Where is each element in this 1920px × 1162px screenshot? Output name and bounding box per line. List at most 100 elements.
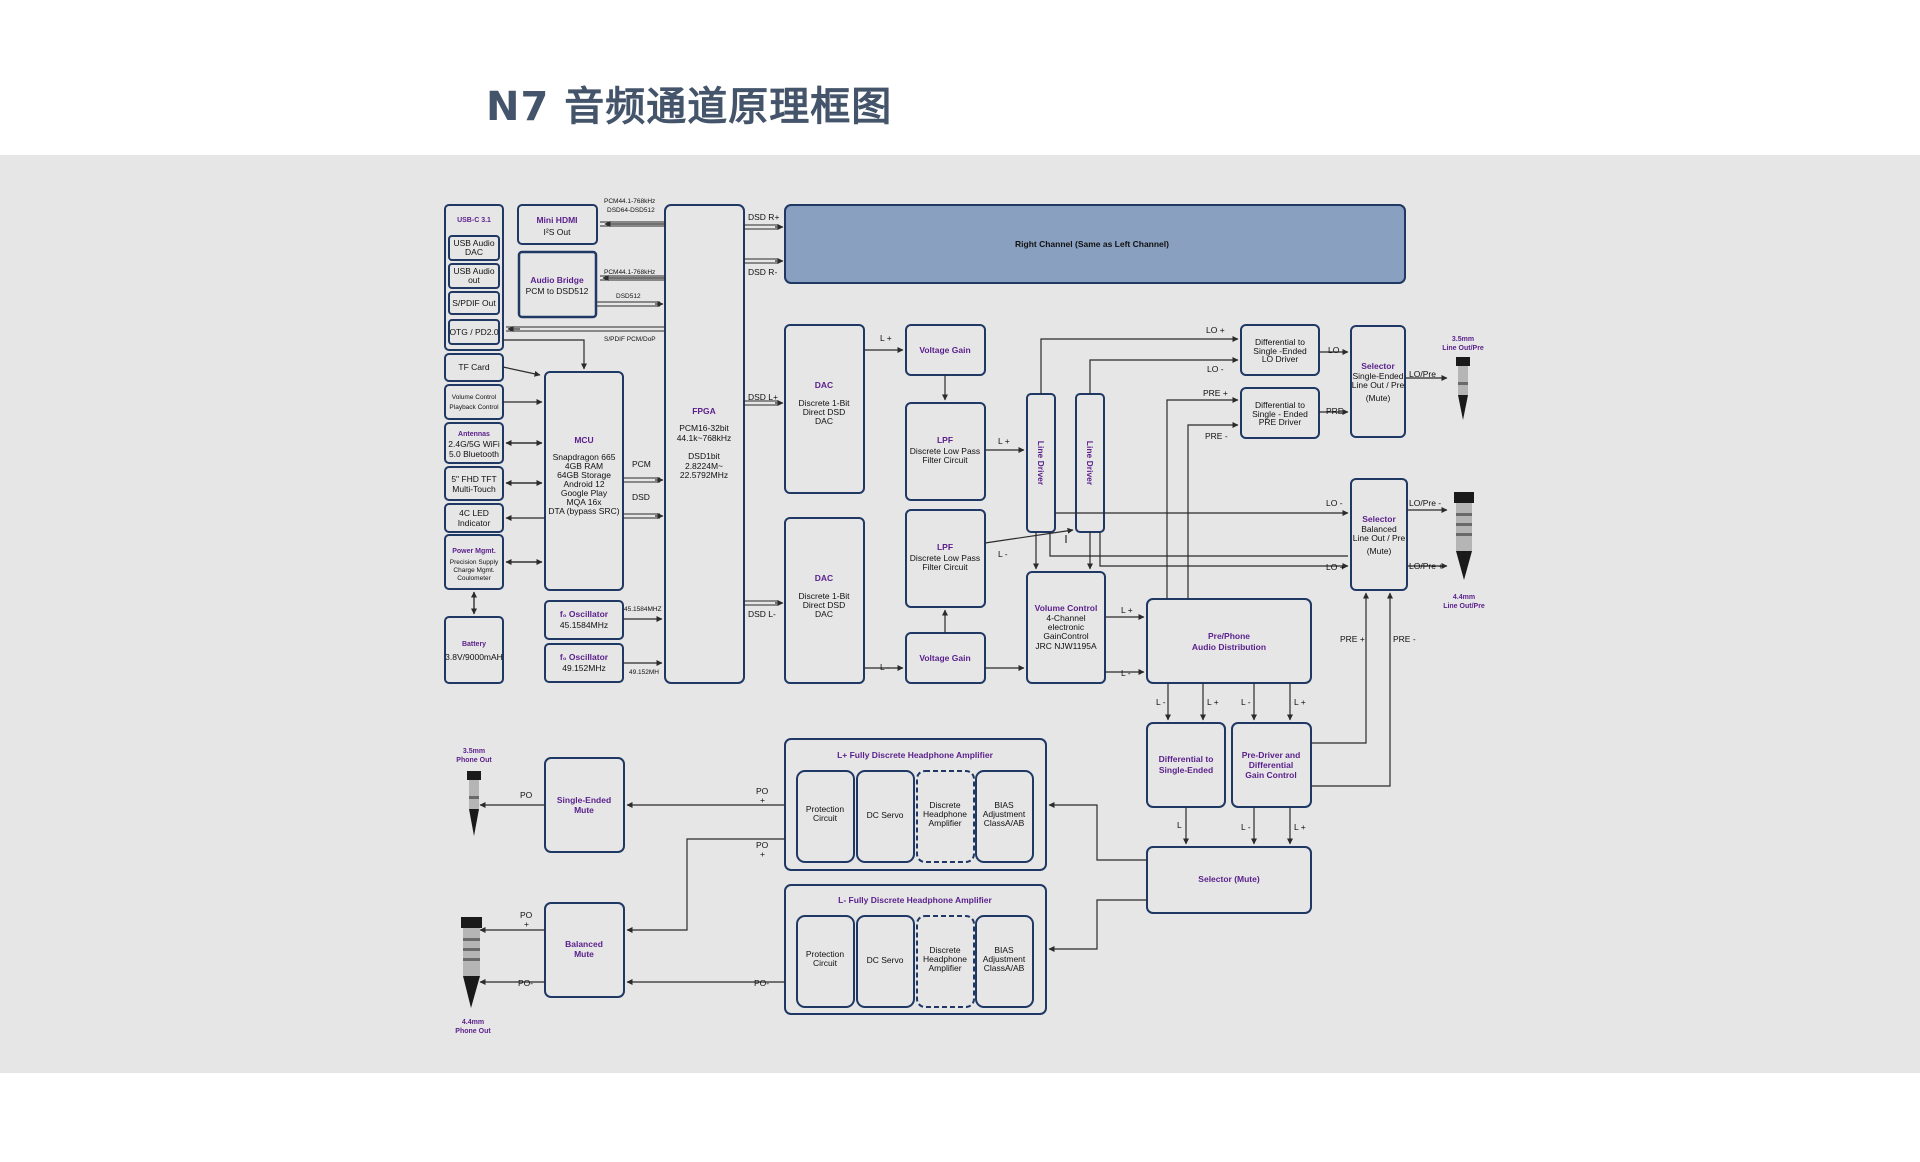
usb-c-title: USB-C 3.1 — [457, 217, 491, 224]
usb-audio-dac-label2: DAC — [465, 247, 483, 257]
label-l-plus-lpf: L + — [998, 436, 1010, 446]
pre-driver-box — [1231, 722, 1312, 808]
tf-mcu-wire — [502, 366, 541, 377]
power-l3: Coulometer — [457, 575, 491, 582]
diff-se-line-0: Differential to — [1159, 754, 1214, 764]
mcu-line-5: MQA 16x — [567, 497, 603, 507]
pre-minus-wire — [1187, 422, 1239, 599]
fpga-line-3: DSD1bit — [688, 451, 720, 461]
dac-2-line-0: Discrete 1-Bit — [798, 591, 850, 601]
amp-plus-bias-l1: Adjustment — [983, 809, 1026, 819]
label-lo-plus: LO + — [1206, 325, 1225, 335]
label-pre-minus-b: PRE - — [1393, 634, 1416, 644]
amp-plus-discrete-l0: Discrete — [929, 800, 960, 810]
bridge-fpga-bus-1 — [600, 275, 665, 281]
label-dist-l-minus-b: L - — [1241, 697, 1251, 707]
label-pre-minus: PRE - — [1205, 431, 1228, 441]
mute-amp-plus — [1048, 802, 1147, 861]
selector-se-line-1: Line Out / Pre — [1352, 380, 1405, 390]
tf-card-label: TF Card — [458, 362, 489, 372]
prephone-title-l1: Pre/Phone — [1208, 631, 1250, 641]
label-pcm-rate-1: PCM44.1-768kHz — [604, 198, 655, 205]
page-title: N7 音频通道原理框图 — [486, 84, 893, 130]
amp-plus-discrete-l2: Amplifier — [928, 818, 961, 828]
battery-title: Battery — [462, 641, 486, 648]
diff-lo-line-1: Single -Ended — [1253, 346, 1307, 356]
power-l2: Charge Mgmt. — [453, 567, 494, 574]
label-l-minus-vg: L - — [880, 662, 890, 672]
pre-driver-line-1: Differential — [1249, 760, 1293, 770]
selector-bal-title: Selector — [1362, 514, 1396, 524]
mcu-line-3: Android 12 — [563, 479, 604, 489]
label-clk1: 45.1584MHZ — [624, 606, 662, 613]
label-dsd-r-minus: DSD R- — [748, 267, 777, 277]
hdmi-fpga-bus — [600, 221, 665, 227]
jack-44mm-phone-out-icon — [461, 917, 482, 1008]
voltage-gain-2-label: Voltage Gain — [919, 653, 970, 663]
mcu-fpga-dsd — [623, 513, 660, 519]
selector-bal-line-3: (Mute) — [1367, 546, 1392, 556]
mute-amp-minus — [1048, 899, 1147, 952]
se-mute-l1: Mute — [574, 805, 594, 815]
dsd-r-plus-bus — [744, 224, 778, 230]
label-po-plus2-sign: + — [760, 849, 765, 859]
fpga-title: FPGA — [692, 406, 716, 416]
line35-l1: 3.5mm — [1452, 336, 1474, 343]
jack-35mm-phone-out-icon — [467, 771, 481, 836]
line-driver-2-label: Line Driver — [1085, 441, 1095, 486]
antennas-title: Antennas — [458, 431, 490, 438]
power-mgmt-box — [444, 534, 504, 590]
label-lo-minus: LO - — [1207, 364, 1224, 374]
se-mute-l0: Single-Ended — [557, 795, 611, 805]
label-po: PO — [520, 790, 533, 800]
oscillator-2-freq: 49.152MHz — [562, 663, 605, 673]
volume-control-title: Volume Control — [1035, 603, 1098, 613]
mcu-line-1: 4GB RAM — [565, 461, 603, 471]
amp-plus-discrete — [916, 770, 975, 863]
mcu-line-4: Google Play — [561, 488, 608, 498]
line-driver-1-label: Line Driver — [1036, 441, 1046, 486]
mcu-line-6: DTA (bypass SRC) — [548, 506, 619, 516]
lpf-2-line-1: Filter Circuit — [922, 562, 968, 572]
diff-pre-driver-box — [1240, 387, 1320, 439]
mini-hdmi-box — [517, 204, 598, 245]
dac-left-plus-box — [784, 324, 865, 494]
phone35-l2: Phone Out — [456, 757, 492, 764]
volume-playback-box — [444, 384, 504, 420]
label-l-minus-c: L - — [1241, 822, 1251, 832]
mcu-line-2: 64GB Storage — [557, 470, 611, 480]
label-lo-pre: LO/Pre — [1409, 369, 1436, 379]
amp-minus-discrete-l0: Discrete — [929, 945, 960, 955]
spdif-out-box — [448, 291, 500, 315]
mcu-fpga-pcm — [623, 477, 660, 483]
label-vc-l-minus: L - — [1121, 668, 1131, 678]
volume-control-line-3: JRC NJW1195A — [1035, 641, 1097, 651]
amp-plus-protection-l0: Protection — [806, 804, 845, 814]
lpf-1-line-1: Filter Circuit — [922, 455, 968, 465]
bal-mute-l0: Balanced — [565, 939, 603, 949]
amp-plus-bal-mute — [626, 838, 785, 933]
volume-control-line-1: electronic — [1048, 622, 1085, 632]
diff-lo-line-2: LO Driver — [1262, 354, 1299, 364]
amp-plus-dc-servo — [856, 770, 915, 863]
line44-l2: Line Out/Pre — [1443, 603, 1485, 610]
selector-bal-line-1: Line Out / Pre — [1353, 533, 1406, 543]
spdif-out-label: S/PDIF Out — [452, 298, 496, 308]
selector-mute-label: Selector (Mute) — [1198, 874, 1260, 884]
fpga-line-0: PCM16-32bit — [679, 423, 729, 433]
line44-l1: 4.4mm — [1453, 594, 1475, 601]
label-pre: PRE — [1326, 406, 1344, 416]
lpf-1-title: LPF — [937, 435, 953, 445]
jack-35mm-line-out-icon — [1456, 357, 1470, 420]
label-dist-l-plus-a: L + — [1207, 697, 1219, 707]
volume-control-box — [1026, 571, 1106, 684]
prephone-title-l2: Audio Distribution — [1192, 642, 1266, 652]
dac-1-title: DAC — [815, 380, 833, 390]
dac-1-line-1: Direct DSD — [803, 407, 846, 417]
selector-se-title: Selector — [1361, 361, 1395, 371]
label-lo: LO — [1328, 345, 1340, 355]
bal-mute-l1: Mute — [574, 949, 594, 959]
amp-plus-bias-l0: BIAS — [994, 800, 1014, 810]
label-spdif: S/PDIF PCM/DoP — [604, 336, 656, 343]
label-pcm-rate-2: PCM44.1-768kHz — [604, 269, 655, 276]
